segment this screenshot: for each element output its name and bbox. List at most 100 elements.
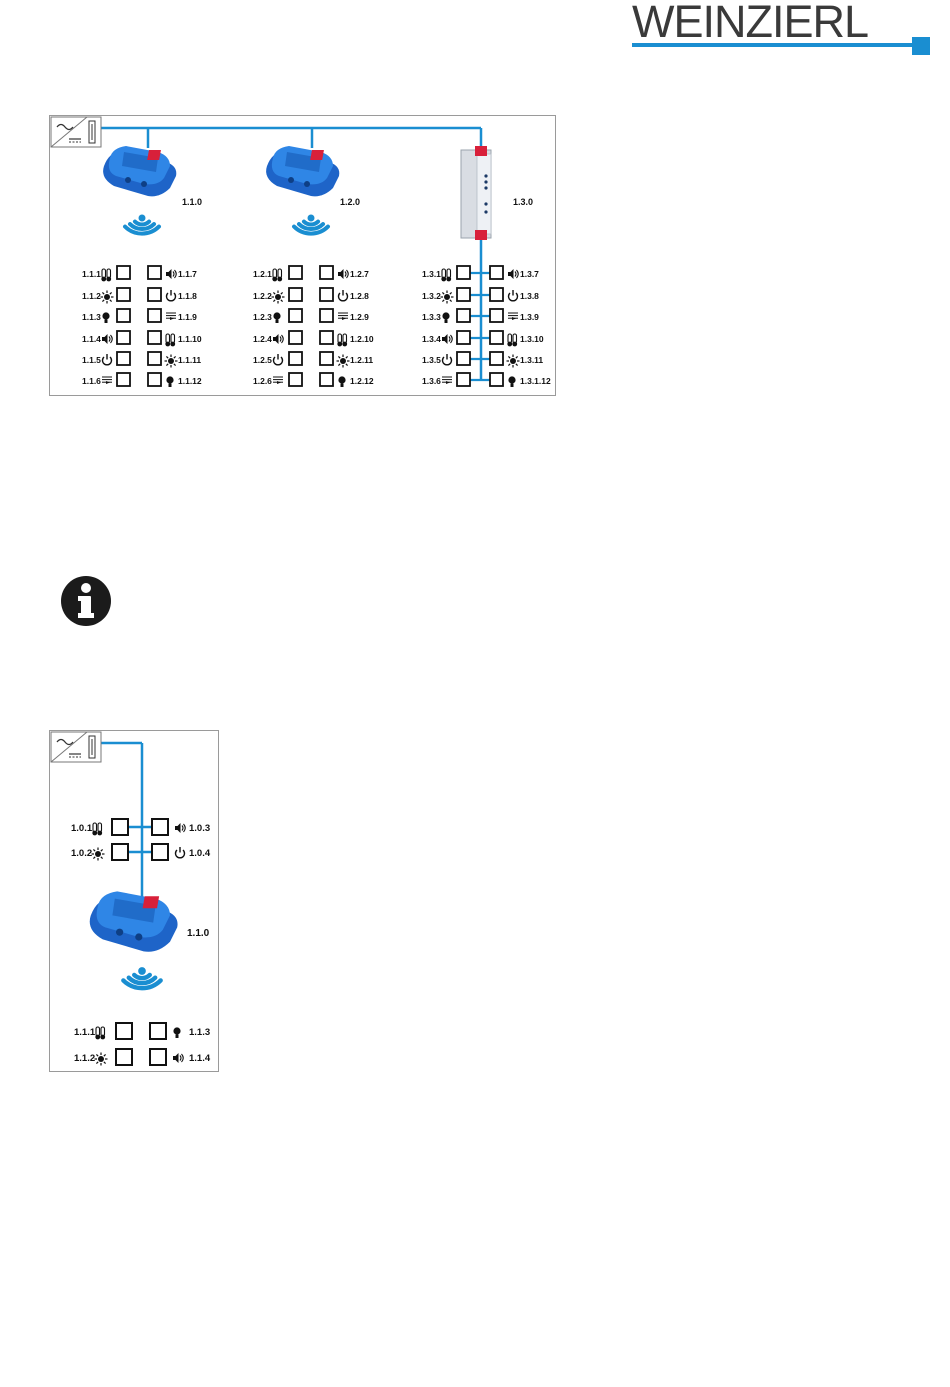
bulb-icon bbox=[166, 376, 174, 387]
speaker-icon bbox=[175, 823, 186, 833]
device-box bbox=[319, 330, 334, 345]
device-box bbox=[147, 330, 162, 345]
power-supply-icon bbox=[50, 731, 102, 763]
group-address-label: 1.1.3 bbox=[82, 312, 101, 322]
group-address-label: 1.1.11 bbox=[178, 355, 201, 365]
group-address-label: 1.2.7 bbox=[350, 269, 369, 279]
blind-icon bbox=[508, 312, 518, 320]
device-box bbox=[288, 351, 303, 366]
blind-icon bbox=[166, 312, 176, 320]
group-address-label: 1.1.6 bbox=[82, 376, 101, 386]
speaker-icon bbox=[166, 269, 177, 279]
device-address-label: 1.1.0 bbox=[182, 197, 202, 207]
group-address-label: 1.3.3 bbox=[422, 312, 441, 322]
device-box bbox=[147, 308, 162, 323]
device-box bbox=[489, 372, 504, 387]
group-address-label: 1.2.3 bbox=[253, 312, 272, 322]
device-box bbox=[319, 308, 334, 323]
bulb-icon bbox=[102, 312, 110, 323]
speaker-icon bbox=[273, 334, 284, 344]
group-address-label: 1.1.2 bbox=[82, 291, 101, 301]
group-address-label: 1.3.9 bbox=[520, 312, 539, 322]
thermometer-icon bbox=[441, 268, 452, 282]
group-address-label: 1.3.8 bbox=[520, 291, 539, 301]
group-address-label: 1.0.3 bbox=[189, 823, 210, 834]
device-box bbox=[456, 308, 471, 323]
group-address-label: 1.3.10 bbox=[520, 334, 544, 344]
sun-icon bbox=[100, 290, 114, 304]
device-box bbox=[116, 287, 131, 302]
power-icon bbox=[507, 290, 519, 302]
group-address-label: 1.2.8 bbox=[350, 291, 369, 301]
device-box bbox=[147, 372, 162, 387]
device-box bbox=[456, 330, 471, 345]
device-box bbox=[149, 1022, 167, 1040]
device-box bbox=[111, 843, 129, 861]
device-box bbox=[147, 265, 162, 280]
device-box bbox=[456, 287, 471, 302]
group-address-label: 1.1.12 bbox=[178, 376, 202, 386]
device-box bbox=[489, 287, 504, 302]
device-box bbox=[456, 372, 471, 387]
device-box bbox=[115, 1048, 133, 1066]
device-box bbox=[319, 372, 334, 387]
bulb-icon bbox=[273, 312, 281, 323]
thermometer-icon bbox=[101, 268, 112, 282]
device-box bbox=[151, 818, 169, 836]
device-box bbox=[288, 308, 303, 323]
thermometer-icon bbox=[165, 333, 176, 347]
group-address-label: 1.1.1 bbox=[82, 269, 101, 279]
thermometer-icon bbox=[272, 268, 283, 282]
weinzierl-logo: WEINZIERL bbox=[632, 0, 932, 60]
thermometer-icon bbox=[95, 1026, 106, 1040]
group-address-label: 1.1.7 bbox=[178, 269, 197, 279]
device-box bbox=[489, 265, 504, 280]
radio-coupler-device bbox=[103, 146, 177, 197]
info-icon bbox=[61, 576, 111, 626]
device-box bbox=[288, 330, 303, 345]
device-address-label: 1.3.0 bbox=[513, 197, 533, 207]
power-icon bbox=[272, 354, 284, 366]
bulb-icon bbox=[173, 1027, 181, 1038]
device-box bbox=[116, 308, 131, 323]
device-box bbox=[151, 843, 169, 861]
sun-icon bbox=[506, 354, 520, 368]
thermometer-icon bbox=[92, 822, 103, 836]
thermometer-icon bbox=[337, 333, 348, 347]
sun-icon bbox=[91, 847, 105, 861]
device-box bbox=[288, 372, 303, 387]
group-address-label: 1.3.4 bbox=[422, 334, 441, 344]
group-address-label: 1.3.7 bbox=[520, 269, 539, 279]
logo-text: WEINZIERL bbox=[632, 0, 869, 47]
sun-icon bbox=[164, 354, 178, 368]
device-box bbox=[147, 351, 162, 366]
group-address-label: 1.1.4 bbox=[189, 1053, 211, 1064]
group-address-label: 1.2.9 bbox=[350, 312, 369, 322]
device-address-label: 1.2.0 bbox=[340, 197, 360, 207]
speaker-icon bbox=[508, 269, 519, 279]
device-box bbox=[116, 372, 131, 387]
din-line-coupler-device bbox=[460, 146, 492, 240]
speaker-icon bbox=[102, 334, 113, 344]
power-supply-icon bbox=[50, 116, 102, 148]
power-icon bbox=[101, 354, 113, 366]
sun-icon bbox=[271, 290, 285, 304]
speaker-icon bbox=[173, 1053, 184, 1063]
power-icon bbox=[174, 847, 186, 859]
device-box bbox=[489, 330, 504, 345]
group-address-label: 1.2.6 bbox=[253, 376, 272, 386]
radio-waves-icon bbox=[123, 214, 161, 236]
blind-icon bbox=[442, 376, 452, 384]
device-box bbox=[319, 351, 334, 366]
group-address-label: 1.0.2 bbox=[71, 848, 92, 859]
device-box bbox=[489, 308, 504, 323]
sun-icon bbox=[336, 354, 350, 368]
device-box bbox=[115, 1022, 133, 1040]
sun-icon bbox=[94, 1052, 108, 1066]
group-address-label: 1.2.12 bbox=[350, 376, 374, 386]
speaker-icon bbox=[442, 334, 453, 344]
device-box bbox=[456, 351, 471, 366]
